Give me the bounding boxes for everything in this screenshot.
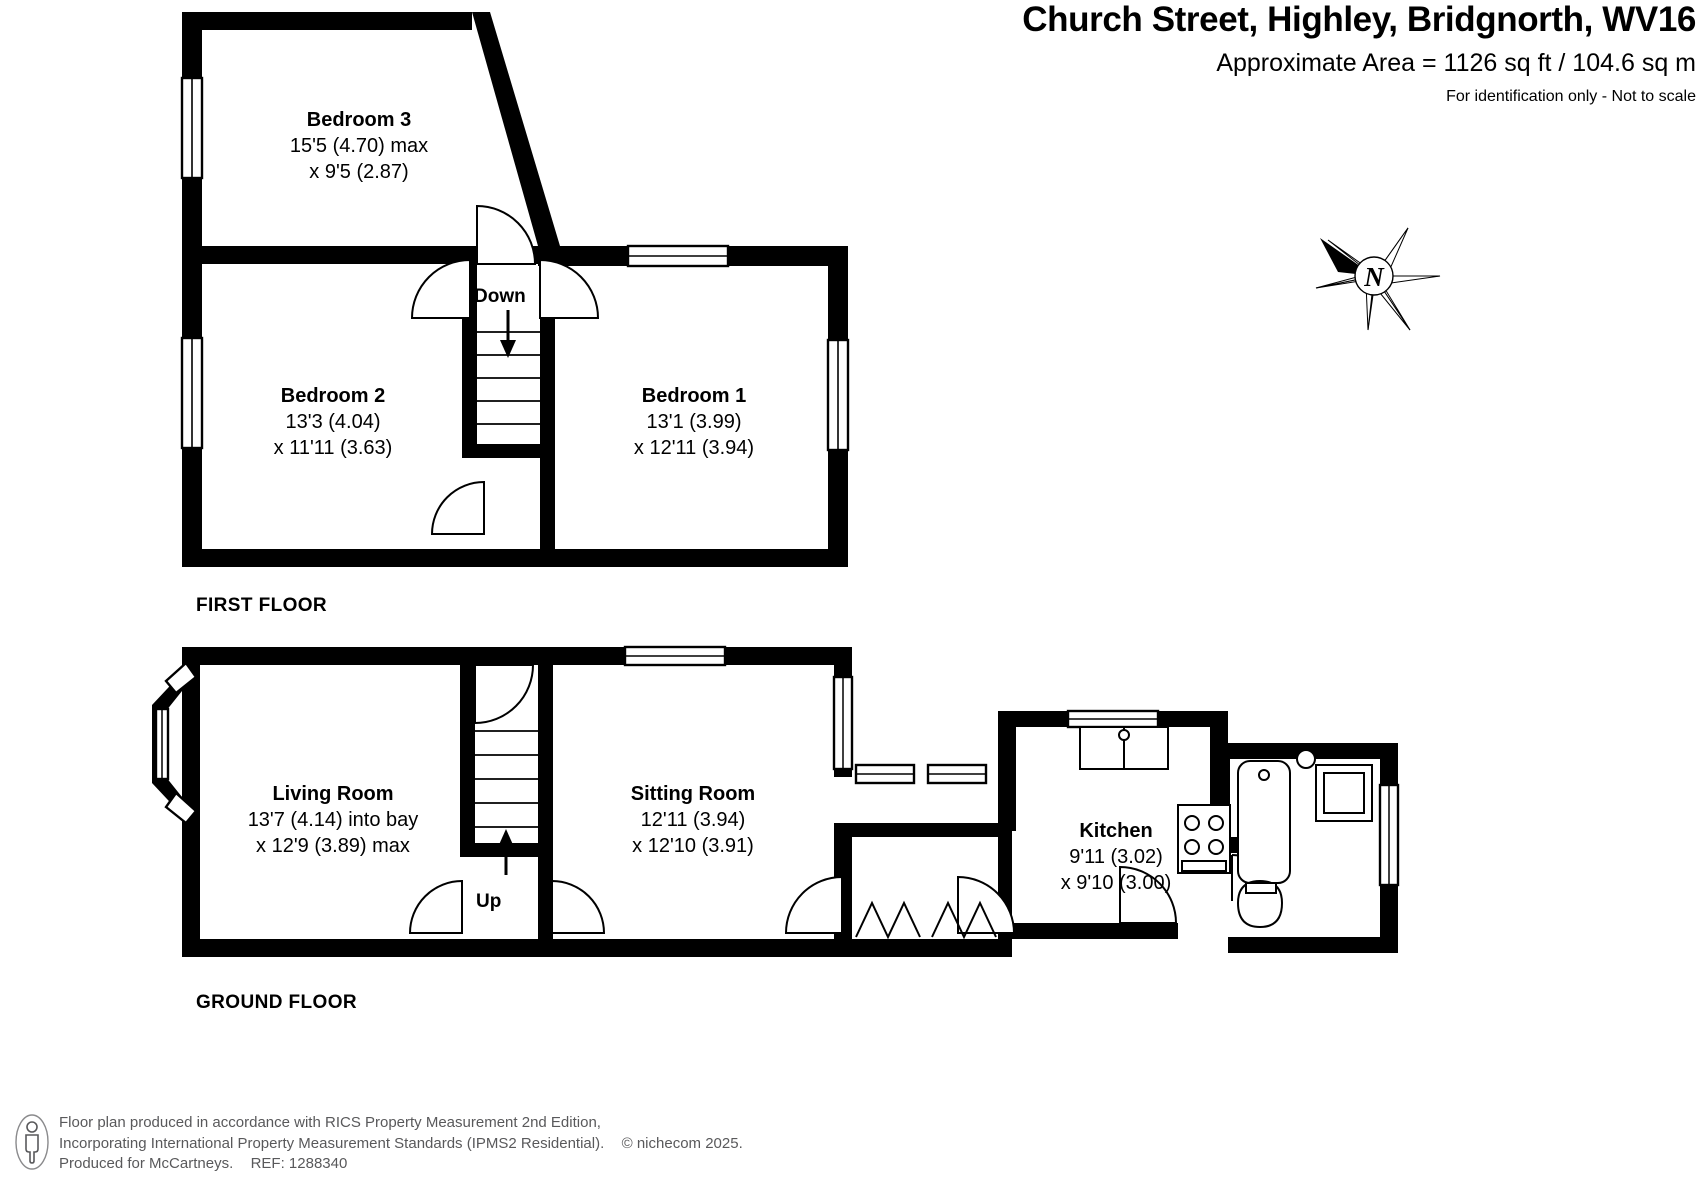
disclaimer-text: For identification only - Not to scale bbox=[1446, 88, 1696, 105]
room-label-living-room: Living Room 13'7 (4.14) into bay x 12'9 … bbox=[188, 781, 478, 859]
approximate-area-text: Approximate Area = 1126 sq ft / 104.6 sq… bbox=[1216, 49, 1696, 77]
room-label-bedroom-1: Bedroom 1 13'1 (3.99) x 12'11 (3.94) bbox=[549, 383, 839, 461]
first-floor-doors bbox=[410, 204, 600, 535]
room-dimension-2: x 12'10 (3.91) bbox=[632, 835, 754, 857]
room-dimension-1: 9'11 (3.02) bbox=[1069, 846, 1163, 868]
page-title: Church Street, Highley, Bridgnorth, WV16 bbox=[1022, 0, 1696, 39]
ground-floor-staircase bbox=[475, 730, 538, 828]
room-dimension-1: 12'11 (3.94) bbox=[640, 809, 746, 831]
kitchen-fixtures bbox=[1079, 726, 1231, 874]
room-dimension-1: 13'3 (4.04) bbox=[285, 411, 381, 433]
room-dimension-2: x 12'9 (3.89) max bbox=[256, 835, 410, 857]
first-floor-plan bbox=[180, 12, 850, 567]
room-name: Bedroom 2 bbox=[280, 385, 386, 407]
ground-floor-hall-door-symbols bbox=[855, 900, 997, 940]
stair-label-down: Down bbox=[474, 286, 526, 307]
footer-line-3: Produced for McCartneys. REF: 1288340 bbox=[59, 1154, 743, 1175]
floor-caption-first: FIRST FLOOR bbox=[196, 595, 328, 616]
bathroom-fixtures bbox=[1236, 749, 1373, 929]
footer-line-1: Floor plan produced in accordance with R… bbox=[59, 1114, 601, 1131]
header: Church Street, Highley, Bridgnorth, WV16… bbox=[696, 0, 1696, 108]
footer-reference: REF: 1288340 bbox=[250, 1155, 348, 1172]
room-label-bedroom-2: Bedroom 2 13'3 (4.04) x 11'11 (3.63) bbox=[188, 383, 478, 461]
footer: Floor plan produced in accordance with R… bbox=[14, 1113, 914, 1175]
stair-label-up: Up bbox=[476, 891, 502, 912]
compass-north-label: N bbox=[1363, 262, 1385, 292]
room-name: Bedroom 1 bbox=[641, 385, 747, 407]
person-icon bbox=[14, 1113, 50, 1171]
wash-basin bbox=[1296, 749, 1316, 769]
room-label-sitting-room: Sitting Room 12'11 (3.94) x 12'10 (3.91) bbox=[548, 781, 838, 859]
first-floor-staircase bbox=[477, 331, 540, 425]
room-label-kitchen: Kitchen 9'11 (3.02) x 9'10 (3.00) bbox=[976, 818, 1256, 896]
ground-floor-stair-direction-arrow bbox=[498, 829, 514, 875]
room-name: Living Room bbox=[272, 783, 394, 805]
room-dimension-2: x 12'11 (3.94) bbox=[633, 437, 755, 459]
footer-line-2-standards: Incorporating International Property Mea… bbox=[59, 1134, 605, 1152]
room-name: Kitchen bbox=[1079, 820, 1153, 842]
ground-floor-plan bbox=[152, 645, 1400, 957]
room-label-bedroom-3: Bedroom 3 15'5 (4.70) max x 9'5 (2.87) bbox=[214, 107, 504, 185]
room-name: Bedroom 3 bbox=[306, 109, 412, 131]
room-dimension-2: x 11'11 (3.63) bbox=[273, 437, 393, 459]
first-floor-windows bbox=[180, 76, 850, 452]
room-dimension-2: x 9'5 (2.87) bbox=[309, 161, 409, 183]
footer-produced-for: Produced for McCartneys. bbox=[59, 1155, 234, 1172]
footer-line-2: Incorporating International Property Mea… bbox=[59, 1134, 743, 1155]
footer-copyright: © nichecom 2025. bbox=[621, 1134, 743, 1152]
room-dimension-1: 15'5 (4.70) max bbox=[289, 135, 429, 157]
ground-floor-doors bbox=[408, 664, 1279, 934]
first-floor-stair-direction-arrow bbox=[500, 310, 516, 358]
compass-rose: N bbox=[1310, 218, 1450, 338]
room-dimension-1: 13'7 (4.14) into bay bbox=[247, 809, 419, 831]
ground-floor-windows bbox=[154, 645, 1400, 887]
room-name: Sitting Room bbox=[630, 783, 756, 805]
floor-caption-ground: GROUND FLOOR bbox=[196, 992, 358, 1013]
room-dimension-1: 13'1 (3.99) bbox=[646, 411, 742, 433]
room-dimension-2: x 9'10 (3.00) bbox=[1060, 872, 1172, 894]
